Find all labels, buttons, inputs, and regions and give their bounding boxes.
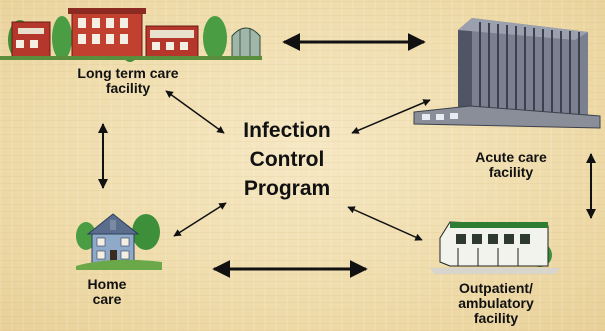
center-line-1: Infection bbox=[243, 119, 331, 142]
home-care-illustration bbox=[76, 213, 162, 270]
acute-care-illustration bbox=[413, 18, 601, 129]
arrows bbox=[98, 33, 596, 278]
center-line-2: Control bbox=[249, 148, 325, 171]
long-term-care-illustration bbox=[0, 8, 262, 62]
center-title: Infection Control Program bbox=[212, 116, 362, 203]
outpatient-label: Outpatient/ ambulatory facility bbox=[458, 280, 534, 326]
long-term-care-label: Long term care facility bbox=[77, 65, 179, 96]
acute-care-label: Acute care facility bbox=[475, 149, 547, 180]
outpatient-illustration bbox=[430, 221, 560, 274]
arrow-center-home bbox=[173, 202, 227, 237]
center-line-3: Program bbox=[243, 177, 331, 200]
arrow-center-acute bbox=[351, 99, 431, 134]
arrow-center-outpatient bbox=[347, 206, 423, 241]
arrow-center-ltc bbox=[165, 90, 225, 134]
home-care-label: Home care bbox=[87, 276, 127, 307]
